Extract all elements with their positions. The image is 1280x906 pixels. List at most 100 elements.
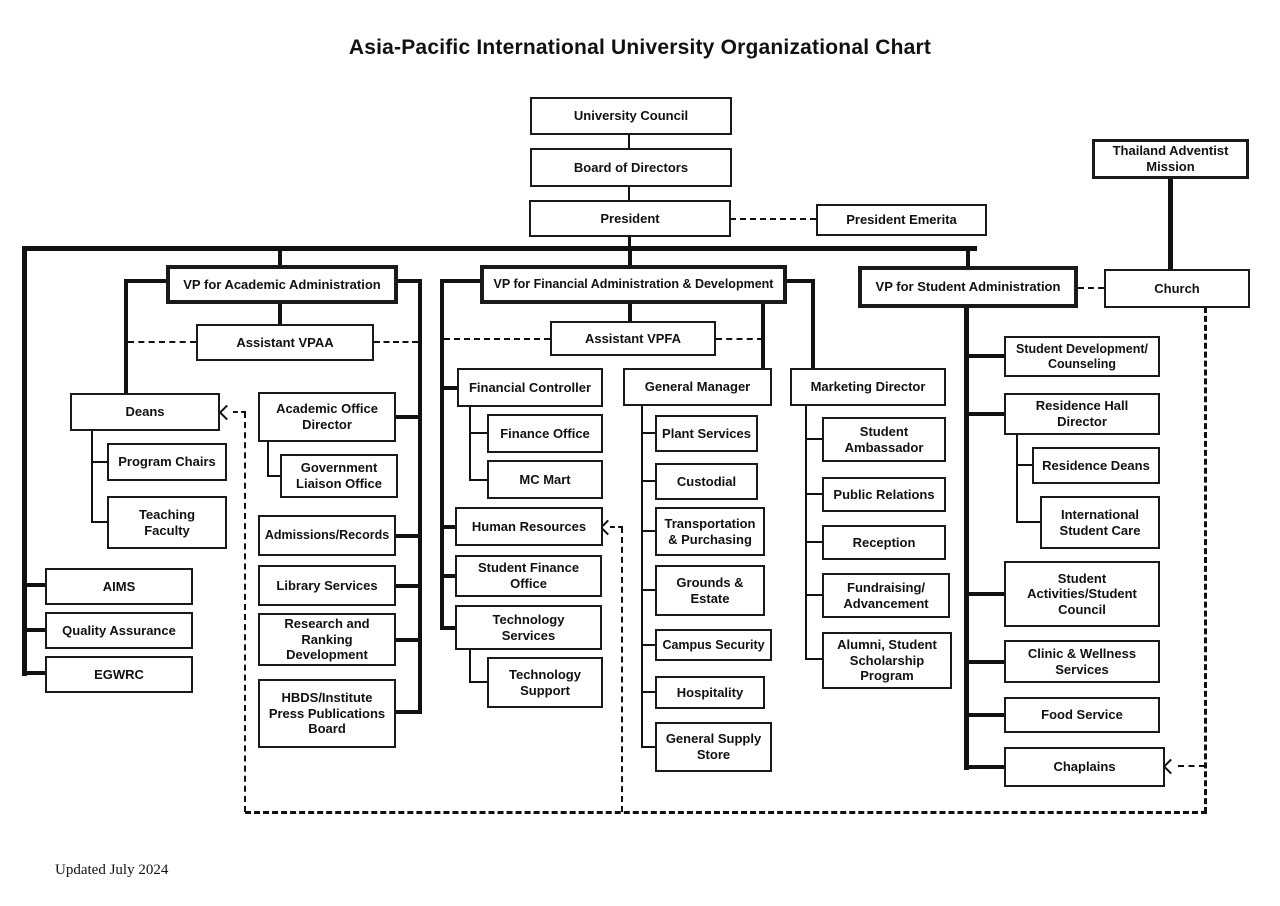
dashed-connector-line bbox=[1178, 765, 1205, 767]
connector-line bbox=[628, 303, 632, 322]
connector-line bbox=[22, 671, 45, 675]
node-reception: Reception bbox=[822, 525, 946, 560]
node-marketing-director: Marketing Director bbox=[790, 368, 946, 406]
node-quality-assurance: Quality Assurance bbox=[45, 612, 193, 649]
dashed-connector-line bbox=[128, 341, 196, 343]
connector-line bbox=[964, 354, 1004, 358]
connector-line bbox=[418, 279, 422, 714]
node-student-development-counseling: Student Development/ Counseling bbox=[1004, 336, 1160, 377]
connector-line bbox=[805, 405, 807, 660]
connector-line bbox=[469, 479, 488, 481]
connector-line bbox=[641, 530, 656, 532]
connector-line bbox=[1016, 521, 1040, 523]
node-library-services: Library Services bbox=[258, 565, 396, 606]
connector-line bbox=[124, 279, 128, 395]
connector-line bbox=[805, 438, 823, 440]
updated-note: Updated July 2024 bbox=[55, 862, 169, 878]
node-research-ranking-development: Research and Ranking Development bbox=[258, 613, 396, 666]
node-academic-office-director: Academic Office Director bbox=[258, 392, 396, 442]
node-chaplains: Chaplains bbox=[1004, 747, 1165, 787]
connector-line bbox=[805, 658, 823, 660]
node-student-activities-council: Student Activities/Student Council bbox=[1004, 561, 1160, 627]
connector-line bbox=[469, 681, 488, 683]
dashed-connector-line bbox=[1204, 307, 1207, 813]
connector-line bbox=[641, 691, 656, 693]
connector-line bbox=[396, 415, 418, 419]
node-transportation-purchasing: Transportation & Purchasing bbox=[655, 507, 765, 556]
node-egwrc: EGWRC bbox=[45, 656, 193, 693]
node-alumni-student-scholarship: Alumni, Student Scholarship Program bbox=[822, 632, 952, 689]
node-assistant-vpaa: Assistant VPAA bbox=[196, 324, 374, 361]
node-general-supply-store: General Supply Store bbox=[655, 722, 772, 772]
connector-line-main-horizontal bbox=[22, 246, 977, 251]
connector-line bbox=[440, 626, 456, 630]
node-government-liaison-office: Government Liaison Office bbox=[280, 454, 398, 498]
node-admissions-records: Admissions/Records bbox=[258, 515, 396, 556]
connector-line bbox=[440, 279, 444, 630]
connector-line bbox=[267, 442, 269, 477]
dashed-connector-line bbox=[610, 526, 623, 528]
dashed-connector-line bbox=[444, 338, 550, 340]
node-international-student-care: International Student Care bbox=[1040, 496, 1160, 549]
node-public-relations: Public Relations bbox=[822, 477, 946, 512]
dashed-connector-line bbox=[244, 412, 246, 812]
node-technology-support: Technology Support bbox=[487, 657, 603, 708]
connector-line bbox=[267, 475, 280, 477]
node-student-ambassador: Student Ambassador bbox=[822, 417, 946, 462]
node-clinic-wellness-services: Clinic & Wellness Services bbox=[1004, 640, 1160, 683]
connector-line bbox=[91, 461, 107, 463]
dashed-connector-line bbox=[621, 527, 623, 812]
arrow-left-icon bbox=[218, 404, 235, 421]
connector-line bbox=[1016, 435, 1018, 523]
connector-line bbox=[628, 237, 631, 248]
node-vp-academic-administration: VP for Academic Administration bbox=[166, 265, 398, 304]
connector-line bbox=[964, 660, 1004, 664]
node-general-manager: General Manager bbox=[623, 368, 772, 406]
node-finance-office: Finance Office bbox=[487, 414, 603, 453]
dashed-connector-line bbox=[233, 411, 246, 413]
connector-line bbox=[761, 303, 765, 369]
connector-line bbox=[964, 765, 1004, 769]
dashed-connector-line bbox=[730, 218, 816, 220]
dashed-connector-line bbox=[1078, 287, 1104, 289]
node-mc-mart: MC Mart bbox=[487, 460, 603, 499]
dashed-connector-line bbox=[374, 341, 418, 343]
node-hospitality: Hospitality bbox=[655, 676, 765, 709]
connector-line bbox=[278, 251, 282, 267]
connector-line bbox=[1168, 178, 1173, 270]
connector-line bbox=[641, 746, 656, 748]
connector-line bbox=[641, 480, 656, 482]
arrow-left-icon bbox=[1162, 758, 1179, 775]
connector-line bbox=[91, 521, 107, 523]
node-residence-hall-director: Residence Hall Director bbox=[1004, 393, 1160, 435]
connector-line bbox=[469, 407, 471, 481]
node-teaching-faculty: Teaching Faculty bbox=[107, 496, 227, 549]
page-title: Asia-Pacific International University Or… bbox=[348, 36, 932, 59]
connector-line bbox=[641, 432, 656, 434]
node-president-emerita: President Emerita bbox=[816, 204, 987, 236]
connector-line bbox=[278, 303, 282, 325]
connector-line bbox=[1016, 464, 1032, 466]
connector-line bbox=[641, 589, 656, 591]
connector-line bbox=[396, 279, 422, 283]
connector-line bbox=[396, 534, 418, 538]
connector-line bbox=[805, 541, 823, 543]
connector-line bbox=[396, 638, 418, 642]
connector-line bbox=[964, 713, 1004, 717]
node-hbds-press-publications-board: HBDS/Institute Press Publications Board bbox=[258, 679, 396, 748]
node-aims: AIMS bbox=[45, 568, 193, 605]
connector-line bbox=[440, 386, 458, 390]
node-custodial: Custodial bbox=[655, 463, 758, 500]
node-church: Church bbox=[1104, 269, 1250, 308]
connector-line bbox=[964, 308, 969, 770]
dashed-connector-line bbox=[716, 338, 763, 340]
node-residence-deans: Residence Deans bbox=[1032, 447, 1160, 484]
connector-line bbox=[396, 710, 418, 714]
connector-line bbox=[805, 594, 823, 596]
connector-line bbox=[628, 251, 632, 267]
node-vp-student-administration: VP for Student Administration bbox=[858, 266, 1078, 308]
connector-line bbox=[469, 650, 471, 683]
node-assistant-vpfa: Assistant VPFA bbox=[550, 321, 716, 356]
node-fundraising-advancement: Fundraising/ Advancement bbox=[822, 573, 950, 618]
